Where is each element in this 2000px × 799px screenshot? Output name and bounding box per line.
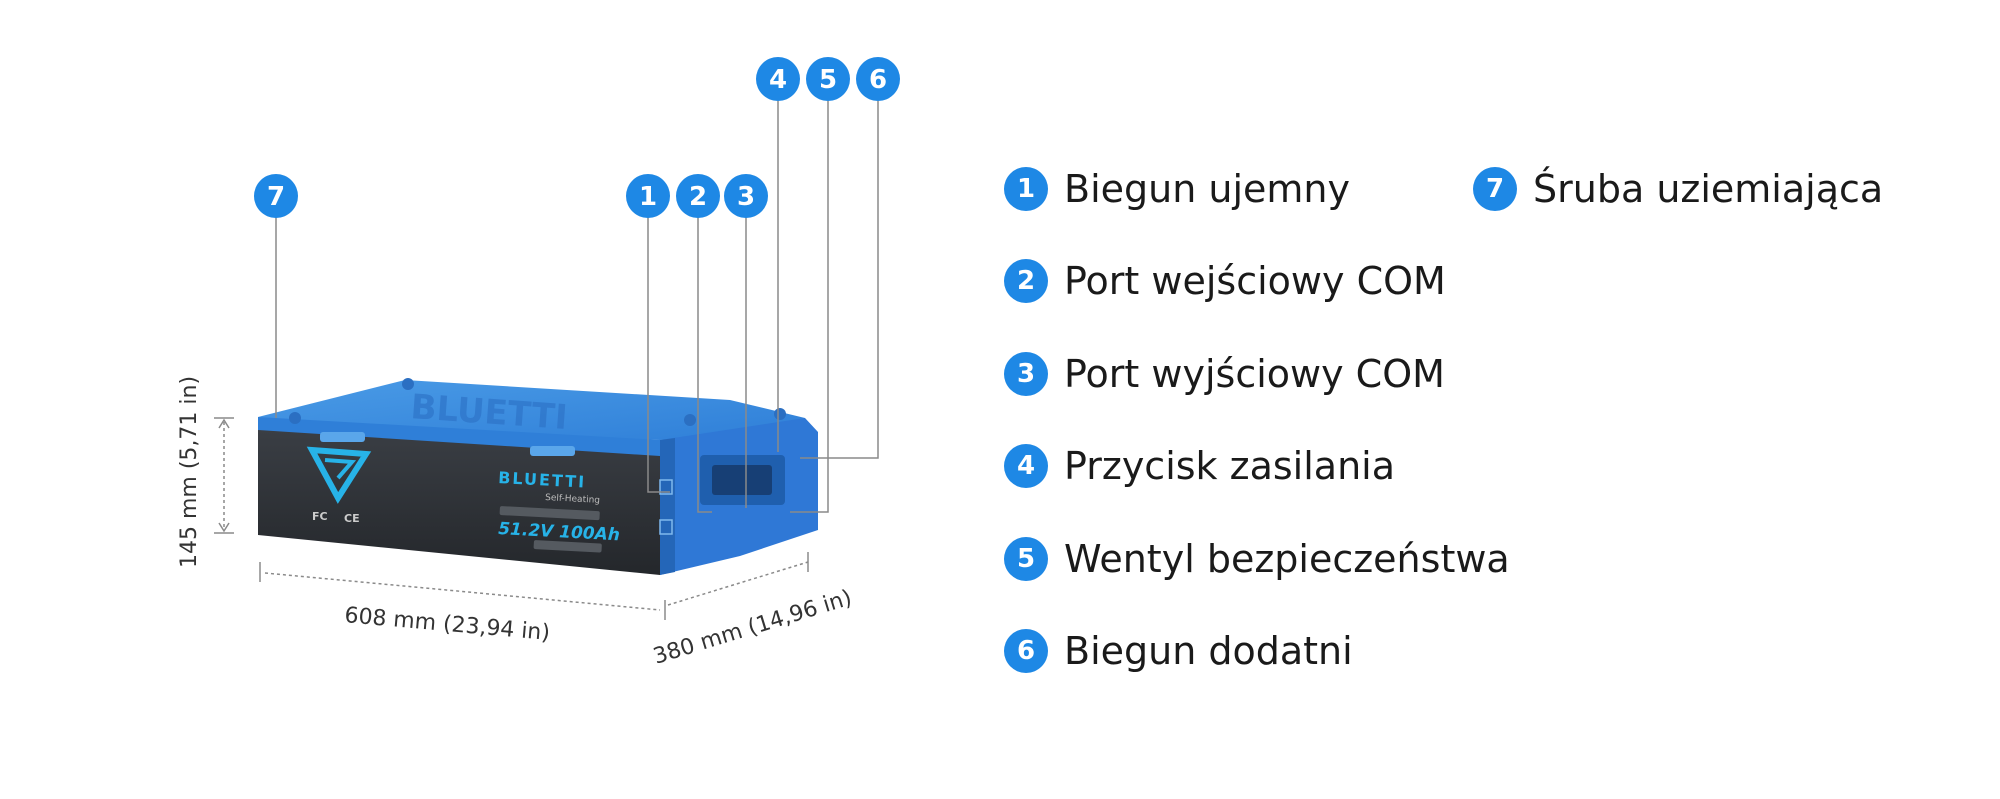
battery-front-brand: BLUETTI: [498, 468, 587, 492]
leader-5: [790, 101, 829, 513]
leader-1: [647, 217, 670, 493]
svg-text:7: 7: [267, 182, 285, 212]
legend-label: Śruba uziemiająca: [1533, 167, 1884, 211]
battery: BLUETTI FC CE BLUETTI Self-Heating 51.2V…: [258, 378, 818, 575]
legend-label: Port wyjściowy COM: [1064, 352, 1445, 396]
handle-left: [320, 432, 365, 442]
callout-2: 2: [676, 174, 720, 218]
legend-label: Biegun ujemny: [1064, 167, 1350, 211]
legend-badge: 7: [1473, 167, 1517, 211]
svg-text:1: 1: [639, 182, 657, 212]
legend-item-3: 3 Port wyjściowy COM: [1004, 349, 1445, 399]
dimension-length: 608 mm (23,94 in): [343, 603, 550, 646]
legend-badge: 1: [1004, 167, 1048, 211]
legend-item-4: 4 Przycisk zasilania: [1004, 441, 1395, 491]
svg-text:3: 3: [737, 182, 755, 212]
legend-item-2: 2 Port wejściowy COM: [1004, 256, 1446, 306]
callout-6: 6: [856, 57, 900, 101]
fc-mark: FC: [312, 510, 328, 523]
legend-item-6: 6 Biegun dodatni: [1004, 626, 1353, 676]
bluetti-logo-icon: [306, 446, 372, 504]
legend-badge: 3: [1004, 352, 1048, 396]
svg-text:4: 4: [769, 65, 787, 95]
battery-subtitle: Self-Heating: [545, 493, 600, 506]
handle-right: [530, 446, 575, 456]
svg-text:2: 2: [689, 182, 707, 212]
legend-label: Przycisk zasilania: [1064, 444, 1395, 488]
leader-6: [800, 101, 879, 459]
callout-7: 7: [254, 174, 298, 218]
svg-text:6: 6: [869, 65, 887, 95]
legend-badge: 4: [1004, 444, 1048, 488]
leader-2: [697, 217, 712, 513]
svg-text:5: 5: [819, 65, 837, 95]
legend-item-7: 7 Śruba uziemiająca: [1473, 164, 1883, 214]
legend-label: Wentyl bezpieczeństwa: [1064, 537, 1510, 581]
legend-item-1: 1 Biegun ujemny: [1004, 164, 1350, 214]
dimension-width: 380 mm (14,96 in): [650, 586, 854, 670]
callout-4: 4: [756, 57, 800, 101]
dimension-height: 145 mm (5,71 in): [177, 376, 202, 568]
ce-mark: CE: [344, 512, 360, 525]
legend-badge: 2: [1004, 259, 1048, 303]
callout-3: 3: [724, 174, 768, 218]
legend-item-5: 5 Wentyl bezpieczeństwa: [1004, 534, 1510, 584]
legend-label: Biegun dodatni: [1064, 629, 1353, 673]
callout-1: 1: [626, 174, 670, 218]
legend-badge: 6: [1004, 629, 1048, 673]
callout-5: 5: [806, 57, 850, 101]
legend-badge: 5: [1004, 537, 1048, 581]
legend-label: Port wejściowy COM: [1064, 259, 1446, 303]
leader-lines: [275, 101, 879, 513]
dimension-lines: [214, 417, 809, 620]
